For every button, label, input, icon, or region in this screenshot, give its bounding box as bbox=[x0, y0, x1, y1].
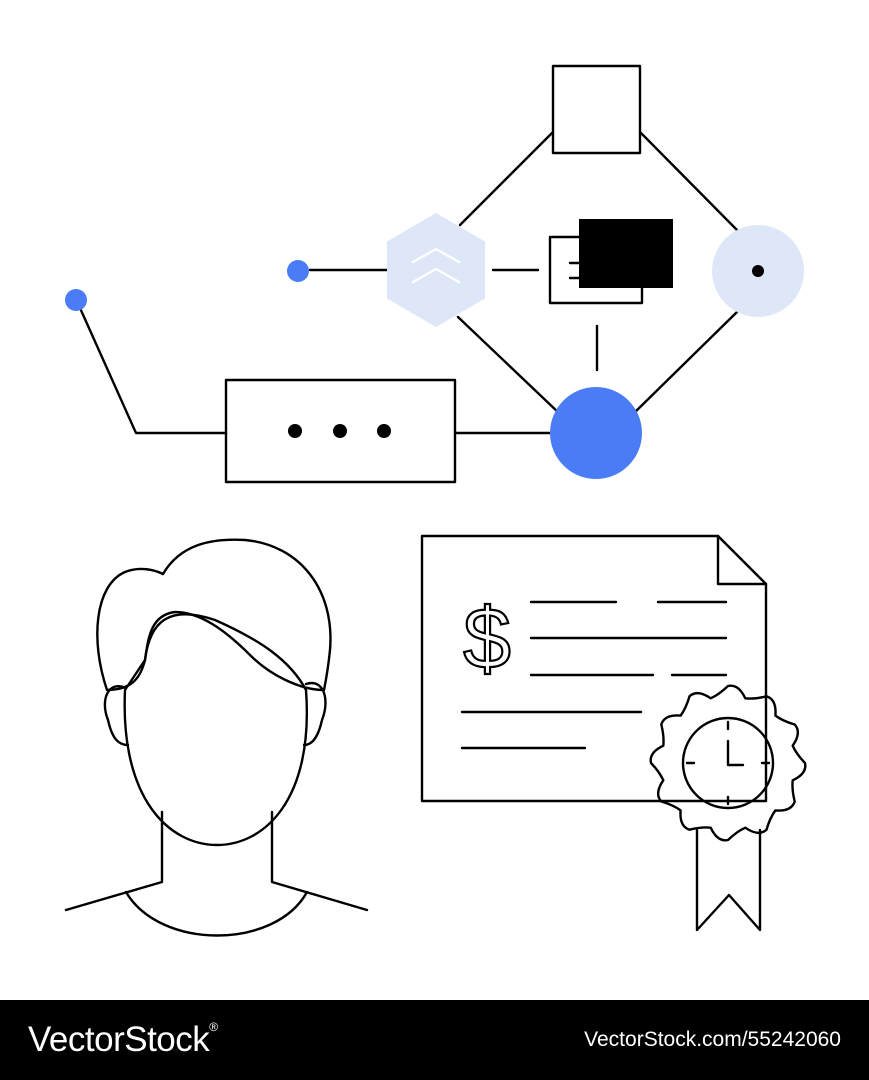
brand-mark: ® bbox=[209, 1020, 218, 1034]
clock-badge-icon bbox=[649, 684, 807, 932]
connector-lines bbox=[78, 130, 739, 435]
chevron-up-lower bbox=[411, 267, 461, 284]
badge-ribbon bbox=[695, 828, 762, 932]
user-avatar-icon bbox=[64, 538, 369, 937]
blue-hub-node bbox=[550, 387, 642, 479]
square-node-icon bbox=[551, 64, 642, 155]
endpoint-dot-left bbox=[65, 289, 87, 311]
brand-name: VectorStock bbox=[28, 1020, 210, 1059]
target-circle-icon bbox=[712, 225, 804, 317]
ellipsis-dot bbox=[333, 424, 347, 438]
ellipsis-dot bbox=[288, 424, 302, 438]
target-center bbox=[752, 265, 764, 277]
left-shoulder bbox=[64, 810, 164, 912]
chevron-up-upper bbox=[411, 247, 461, 264]
image-id: VectorStock.com/55242060 bbox=[584, 1028, 841, 1051]
dollar-sign-icon: $ bbox=[463, 591, 511, 687]
ellipsis-box-icon bbox=[224, 378, 457, 484]
network-diagram bbox=[65, 64, 804, 484]
clock-hands bbox=[726, 739, 745, 767]
brand-logo: VectorStock® bbox=[28, 1020, 218, 1060]
clock-face bbox=[681, 716, 775, 810]
ellipsis-dot bbox=[377, 424, 391, 438]
right-ear bbox=[302, 681, 327, 747]
folded-corner bbox=[716, 534, 768, 586]
invoice-text-lines bbox=[460, 600, 728, 750]
chevron-up-hexagon-icon bbox=[387, 213, 485, 327]
front-document bbox=[548, 235, 644, 305]
watermark-footer: VectorStock® VectorStock.com/55242060 bbox=[0, 1000, 869, 1080]
invoice-page bbox=[420, 534, 768, 803]
collar bbox=[124, 890, 309, 937]
face bbox=[123, 613, 309, 847]
left-ear bbox=[103, 685, 130, 747]
clock-ticks bbox=[685, 720, 771, 806]
right-shoulder bbox=[270, 810, 369, 912]
back-document bbox=[579, 219, 673, 288]
badge-rosette bbox=[649, 684, 807, 842]
stacked-documents-icon bbox=[548, 219, 673, 305]
hair bbox=[96, 538, 332, 692]
endpoint-dot-middle bbox=[287, 260, 309, 282]
illustration-canvas: $ bbox=[64, 64, 807, 937]
invoice-document-icon: $ bbox=[420, 534, 768, 803]
ellipsis-box bbox=[224, 378, 457, 484]
